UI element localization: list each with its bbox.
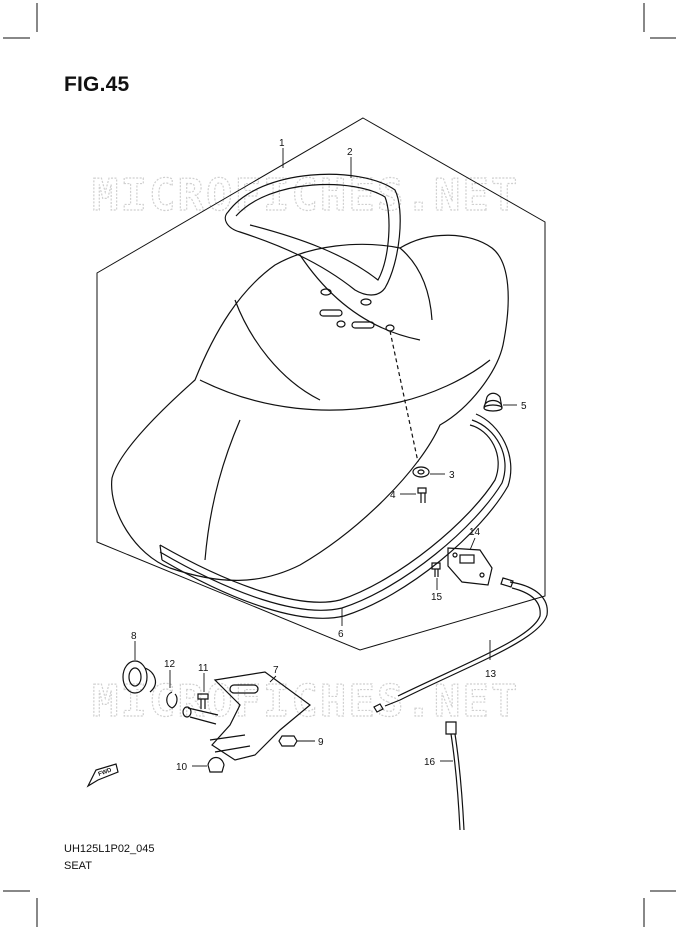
fwd-arrow-icon: FWD: [86, 763, 119, 788]
callout-11: 11: [198, 663, 209, 674]
cable-tie-drawing: [445, 721, 465, 831]
fwd-label: FWD: [98, 767, 114, 778]
leader-lines: [134, 148, 517, 767]
hinge-drawing: [182, 671, 311, 761]
seat-pan-drawing: [159, 413, 512, 619]
watermark-top: MICROFICHES.NET: [92, 170, 519, 221]
callout-4: 4: [390, 490, 396, 501]
rubber-bumper-drawing: [483, 392, 503, 412]
callout-8: 8: [131, 631, 137, 642]
backrest-drawing: [224, 173, 419, 463]
lock-bracket-drawing: [431, 547, 493, 586]
figure-code: UH125L1P02_045: [64, 843, 155, 855]
assembly-frame: [96, 117, 546, 651]
callout-numbers: 1 2 3 4 5 6 7 8 9 10 11 12 13 14 15 16: [131, 138, 527, 773]
figure-name: SEAT: [64, 860, 92, 872]
nut-cap-drawing: [207, 735, 298, 773]
callout-14: 14: [469, 527, 481, 538]
callout-2: 2: [347, 147, 353, 158]
callout-3: 3: [449, 470, 455, 481]
figure-title: FIG.45: [64, 73, 130, 96]
callout-10: 10: [176, 762, 188, 773]
callout-15: 15: [431, 592, 443, 603]
cable-drawing: [373, 577, 548, 713]
callout-5: 5: [521, 401, 527, 412]
bolt-clip-drawing: [166, 691, 209, 709]
callout-7: 7: [273, 665, 279, 676]
spring-drawing: [122, 660, 157, 694]
callout-9: 9: [318, 737, 324, 748]
callout-6: 6: [338, 629, 344, 640]
washer-screw-drawing: [412, 466, 430, 503]
callout-13: 13: [485, 669, 497, 680]
callout-1: 1: [279, 138, 285, 149]
callout-12: 12: [164, 659, 176, 670]
crop-marks: [3, 3, 676, 927]
callout-16: 16: [424, 757, 436, 768]
seat-cushion-drawing: [111, 234, 509, 581]
